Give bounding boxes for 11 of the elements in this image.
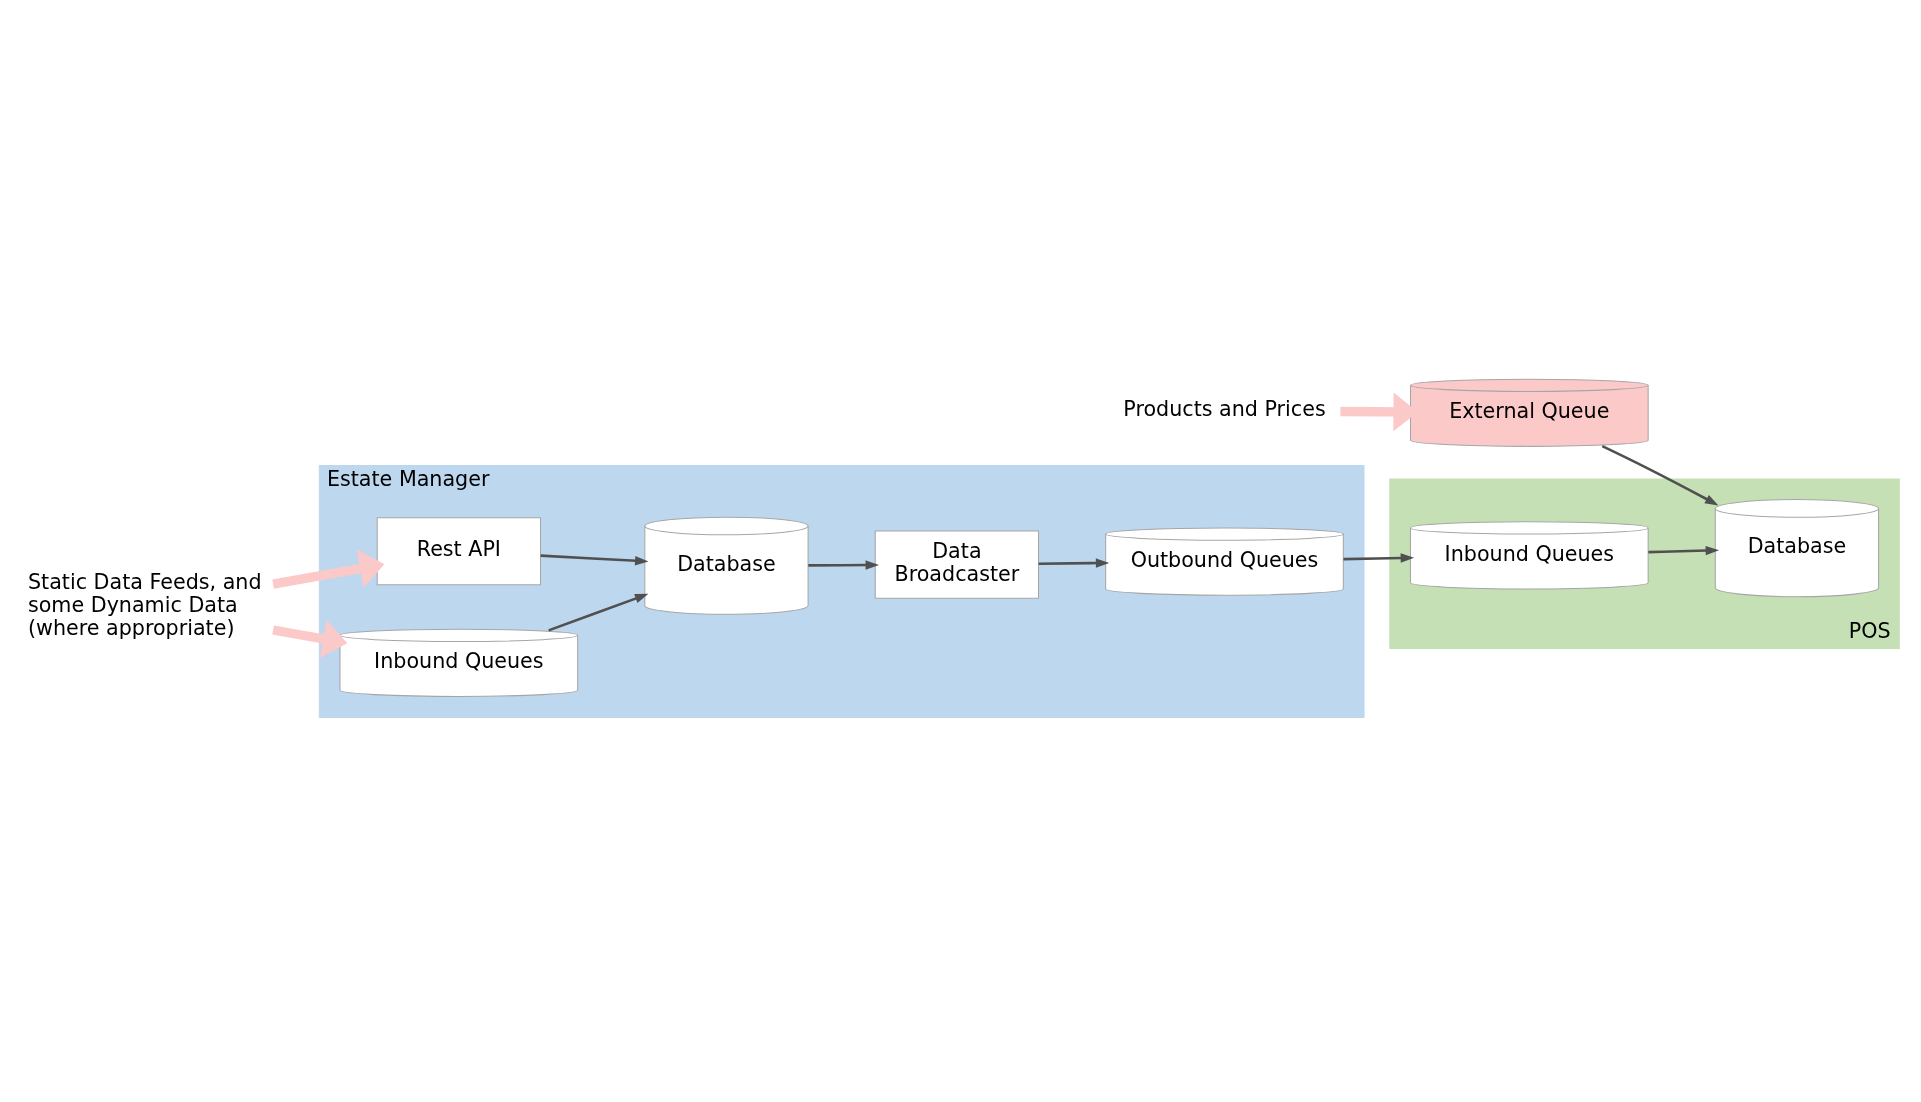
node-text: Products and Prices	[1123, 396, 1326, 421]
arrow	[1343, 552, 1415, 563]
node-box: Data Broadcaster	[874, 530, 1040, 599]
arrow	[548, 593, 649, 632]
node-text: Static Data Feeds, and some Dynamic Data (where appropriate)	[27, 569, 262, 640]
arrow	[1601, 444, 1719, 505]
arrow	[808, 559, 880, 570]
arrow	[540, 553, 649, 565]
arrow	[1648, 545, 1720, 555]
node-box: Rest API	[376, 516, 541, 585]
arrow	[1038, 557, 1110, 568]
